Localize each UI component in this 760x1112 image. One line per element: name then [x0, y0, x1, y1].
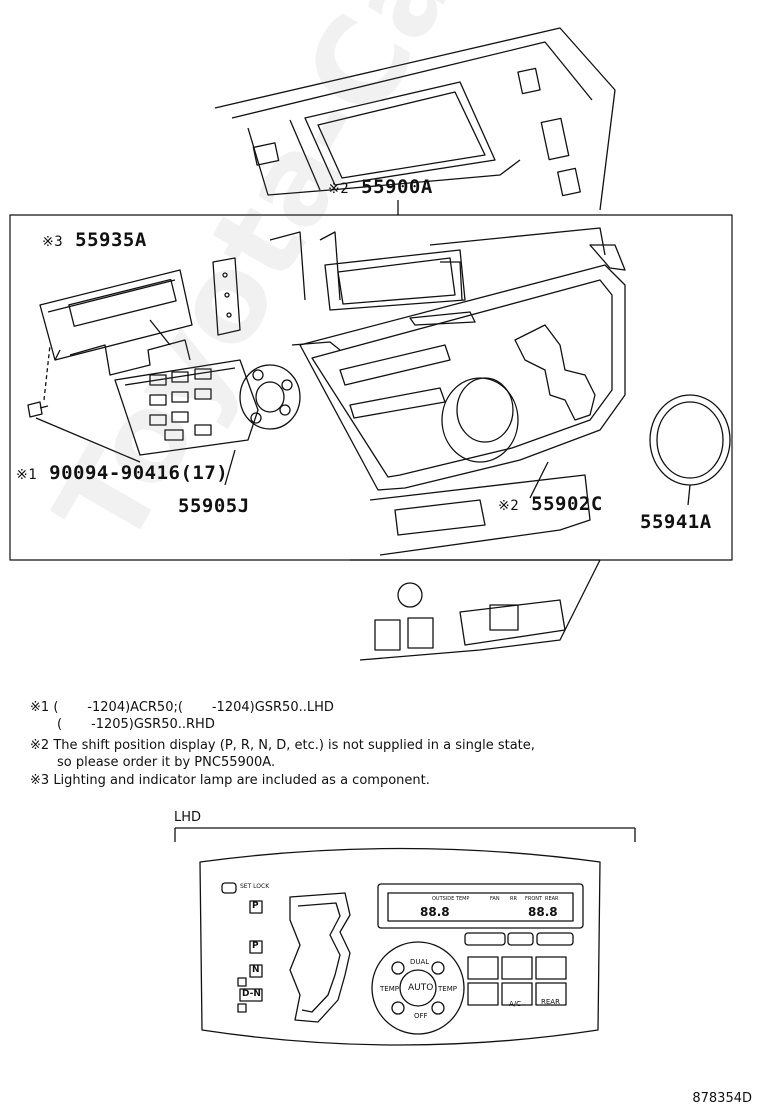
note-2: ※2 The shift position display (P, R, N, … [30, 738, 535, 753]
display-module-55935a [39, 257, 241, 376]
part-number: 55935A [75, 229, 147, 251]
shift-n: N [252, 965, 260, 975]
part-number: 90094-90416(17) [49, 462, 229, 484]
ring-55941a [649, 394, 731, 506]
note-2-cont: so please order it by PNC55900A. [57, 755, 275, 770]
button-rear: REAR [541, 998, 560, 1006]
callout-55935a: ※3 55935A [42, 229, 147, 251]
note-1: ※1 ( -1204)ACR50;( -1204)GSR50..LHD [30, 700, 334, 715]
lhd-label: LHD [174, 810, 202, 825]
note-text: ( -1205)GSR50..RHD [57, 717, 215, 732]
dial-center-label: AUTO [408, 983, 434, 993]
note-mark: ※3 [30, 773, 50, 788]
dial-top-label: DUAL [410, 958, 430, 966]
display-rr: RR [510, 896, 517, 902]
callout-mark: ※1 [16, 467, 38, 483]
part-number: 55941A [640, 511, 712, 533]
shift-p-2: P [252, 941, 259, 951]
note-text: Lighting and indicator lamp are included… [53, 773, 430, 788]
part-number: 55905J [178, 495, 250, 517]
note-text: so please order it by PNC55900A. [57, 755, 276, 770]
note-mark: ※2 [30, 738, 50, 753]
display-value-1: 88.8 [420, 905, 450, 919]
drawing-number: 878354D [692, 1091, 752, 1106]
shift-d-n: D-N [242, 989, 261, 999]
callout-55902c: ※2 55902C [498, 493, 603, 515]
note-3: ※3 Lighting and indicator lamp are inclu… [30, 773, 430, 788]
callout-55900a: ※2 55900A [328, 176, 433, 198]
callout-55941a: 55941A [640, 511, 712, 533]
callout-mark: ※2 [498, 498, 520, 514]
control-unit-55905j [114, 359, 301, 486]
callout-mark: ※3 [42, 234, 64, 250]
note-text: The shift position display (P, R, N, D, … [53, 738, 535, 753]
lhd-panel [199, 847, 601, 1046]
button-ac: A/C [509, 1000, 522, 1008]
dial-right-label: TEMP [438, 985, 457, 993]
screw-90094 [27, 344, 141, 463]
display-fan: FAN [490, 896, 500, 902]
lhd-bracket [174, 827, 636, 842]
note-text: ( -1204)ACR50;( -1204)GSR50..LHD [53, 700, 334, 715]
shift-p-1: P [252, 901, 259, 911]
note-1-cont: ( -1205)GSR50..RHD [57, 717, 215, 732]
dial-bottom-label: OFF [414, 1012, 428, 1020]
callout-mark: ※2 [328, 181, 350, 197]
part-number: 55900A [361, 176, 433, 198]
display-front: FRONT [525, 896, 543, 902]
callout-55905j: 55905J [178, 495, 250, 517]
dashboard-ghost-outline [214, 27, 616, 211]
note-mark: ※1 [30, 700, 50, 715]
part-number: 55902C [531, 493, 603, 515]
set-lock-label: SET LOCK [240, 883, 270, 890]
dial-left-label: TEMP [380, 985, 399, 993]
display-outside-temp: OUTSIDE TEMP [432, 896, 470, 902]
callout-90094: ※1 90094-90416(17) [16, 462, 228, 484]
display-rear: REAR [545, 896, 559, 902]
bezel-55902c [291, 244, 626, 499]
display-value-2: 88.8 [528, 905, 558, 919]
